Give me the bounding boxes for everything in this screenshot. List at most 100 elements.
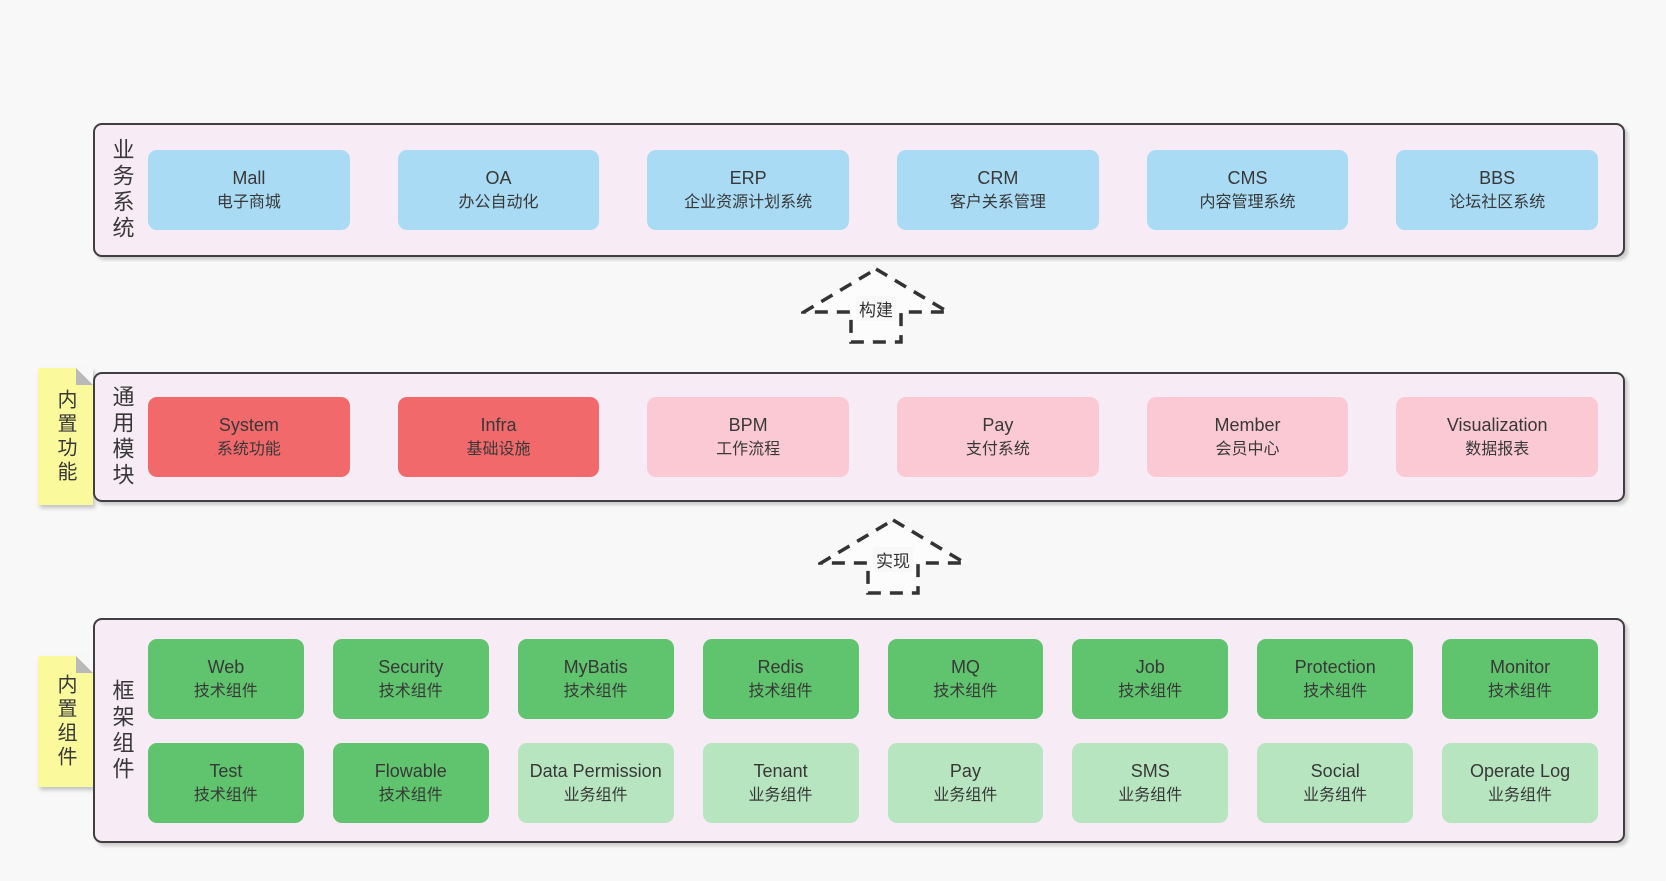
module-name: Web: [207, 656, 245, 677]
module-box-pay: Pay 业务组件: [887, 742, 1044, 823]
layer-label-framework-components: 框架组件: [109, 678, 135, 783]
module-box-job: Job 技术组件: [1072, 638, 1229, 719]
module-name: Security: [378, 656, 444, 677]
module-box-flowable: Flowable 技术组件: [332, 742, 489, 823]
module-name: Data Permission: [529, 760, 662, 781]
module-subtitle: 业务组件: [1488, 786, 1553, 804]
module-subtitle: 业务组件: [563, 786, 628, 804]
layer-label-business-systems: 业务系统: [109, 138, 135, 242]
module-subtitle: 会员中心: [1215, 441, 1280, 459]
module-box-social: Social 业务组件: [1257, 742, 1414, 823]
module-box-infra: Infra 基础设施: [397, 397, 600, 477]
module-subtitle: 技术组件: [1118, 682, 1183, 700]
module-subtitle: 办公自动化: [458, 194, 539, 212]
module-name: Flowable: [374, 760, 447, 781]
sticky-note-label: 内置功能: [54, 388, 76, 485]
module-name: Monitor: [1490, 656, 1551, 677]
module-box-redis: Redis 技术组件: [702, 638, 859, 719]
sticky-note-builtin-components: 内置组件: [38, 656, 93, 787]
module-name: Redis: [757, 656, 804, 677]
module-box-member: Member 会员中心: [1146, 397, 1349, 477]
module-name: CMS: [1227, 168, 1268, 189]
module-subtitle: 数据报表: [1465, 441, 1530, 459]
module-subtitle: 客户关系管理: [949, 194, 1046, 212]
module-subtitle: 技术组件: [1303, 682, 1368, 700]
module-box-sms: SMS 业务组件: [1072, 742, 1229, 823]
module-name: Pay: [982, 415, 1014, 436]
module-name: SMS: [1130, 760, 1170, 781]
module-subtitle: 业务组件: [748, 786, 813, 804]
layer-business-systems: 业务系统 Mall 电子商城 OA 办公自动化 ERP 企业资源计划系统 CRM 客户关系管理…: [93, 123, 1625, 257]
module-box-mall: Mall 电子商城: [148, 150, 350, 230]
module-name: CRM: [977, 168, 1019, 189]
module-subtitle: 基础设施: [466, 441, 531, 459]
module-name: MQ: [950, 656, 980, 677]
module-subtitle: 技术组件: [378, 786, 443, 804]
module-subtitle: 工作流程: [716, 441, 781, 459]
module-name: Pay: [949, 760, 981, 781]
module-name: Infra: [480, 415, 517, 436]
arrow-up-build: 构建: [801, 267, 951, 344]
module-subtitle: 论坛社区系统: [1449, 194, 1546, 212]
module-subtitle: 技术组件: [1488, 682, 1553, 700]
module-box-data-permission: Data Permission 业务组件: [517, 742, 674, 823]
module-box-monitor: Monitor 技术组件: [1442, 638, 1598, 719]
sticky-note-builtin-features: 内置功能: [38, 368, 93, 505]
module-name: MyBatis: [563, 656, 628, 677]
module-box-tenant: Tenant 业务组件: [702, 742, 859, 823]
module-subtitle: 技术组件: [563, 682, 628, 700]
module-name: Visualization: [1446, 415, 1548, 436]
module-box-visualization: Visualization 数据报表: [1396, 397, 1599, 477]
module-subtitle: 业务组件: [1303, 786, 1368, 804]
module-box-mybatis: MyBatis 技术组件: [517, 638, 674, 719]
module-row: Mall 电子商城 OA 办公自动化 ERP 企业资源计划系统 CRM 客户关系管理 CMS 内容…: [148, 150, 1599, 230]
module-subtitle: 内容管理系统: [1199, 194, 1296, 212]
module-box-operate-log: Operate Log 业务组件: [1442, 742, 1598, 823]
module-box-crm: CRM 客户关系管理: [897, 150, 1099, 230]
module-name: Operate Log: [1470, 760, 1571, 781]
module-box-oa: OA 办公自动化: [397, 150, 600, 230]
layer-rows: Mall 电子商城 OA 办公自动化 ERP 企业资源计划系统 CRM 客户关系管理 CMS 内容…: [148, 125, 1623, 255]
module-name: Job: [1135, 656, 1165, 677]
module-subtitle: 技术组件: [378, 682, 443, 700]
module-box-pay: Pay 支付系统: [897, 397, 1099, 477]
arrow-label: 构建: [856, 296, 896, 321]
module-subtitle: 电子商城: [216, 194, 281, 212]
module-box-security: Security 技术组件: [332, 638, 489, 719]
module-name: OA: [485, 168, 512, 189]
module-subtitle: 技术组件: [748, 682, 813, 700]
module-subtitle: 技术组件: [193, 786, 258, 804]
module-subtitle: 支付系统: [965, 441, 1030, 459]
module-name: Mall: [232, 168, 266, 189]
module-subtitle: 系统功能: [216, 441, 281, 459]
module-subtitle: 业务组件: [1118, 786, 1183, 804]
module-name: System: [218, 415, 279, 436]
module-name: Tenant: [753, 760, 808, 781]
module-box-protection: Protection 技术组件: [1257, 638, 1414, 719]
module-name: Social: [1310, 760, 1360, 781]
module-subtitle: 企业资源计划系统: [684, 194, 813, 212]
module-box-system: System 系统功能: [148, 397, 350, 477]
sticky-note-label: 内置组件: [54, 673, 76, 770]
module-name: Member: [1214, 415, 1281, 436]
module-box-bbs: BBS 论坛社区系统: [1396, 150, 1599, 230]
layer-label-common-modules: 通用模块: [109, 385, 135, 489]
module-name: Protection: [1294, 656, 1376, 677]
arrow-label: 实现: [873, 547, 913, 572]
arrow-up-implement: 实现: [818, 518, 968, 595]
module-subtitle: 业务组件: [933, 786, 998, 804]
module-name: BBS: [1479, 168, 1516, 189]
module-name: ERP: [729, 168, 767, 189]
